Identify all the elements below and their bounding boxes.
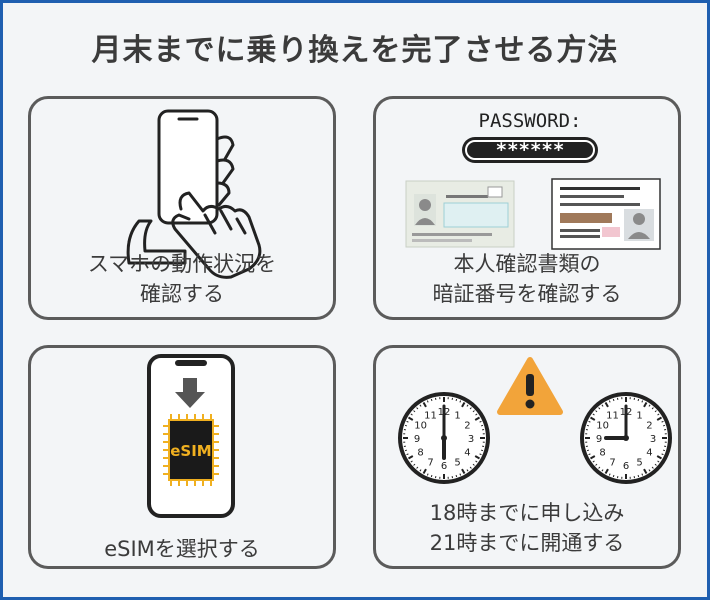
clock-numeral: 9 xyxy=(414,434,420,445)
clock-9-oclock-icon: 121234567891011 xyxy=(580,392,672,484)
card4-caption-line1: 18時までに申し込み xyxy=(429,501,625,525)
clock-numeral: 11 xyxy=(606,411,619,422)
card-check-phone: スマホの動作状況を 確認する xyxy=(28,96,336,320)
id-cards-illustration: PASSWORD: ****** xyxy=(405,110,661,250)
clock-numeral: 7 xyxy=(609,457,615,468)
clock-6-oclock-icon: 121234567891011 xyxy=(398,392,490,484)
card2-caption-line1: 本人確認書類の xyxy=(453,252,601,276)
esim-phone-icon: eSIM xyxy=(147,354,235,518)
card1-caption-line2: 確認する xyxy=(140,282,224,306)
card3-caption: eSIMを選択する xyxy=(31,534,333,564)
clock-numeral: 2 xyxy=(464,421,470,432)
clock-numeral: 5 xyxy=(636,457,642,468)
card4-caption-line2: 21時までに開通する xyxy=(429,531,625,555)
clock-numeral: 7 xyxy=(427,457,433,468)
password-mask: ****** xyxy=(496,139,565,161)
clock-numeral: 9 xyxy=(596,434,602,445)
clock-numeral: 4 xyxy=(464,448,470,459)
card2-caption-line2: 暗証番号を確認する xyxy=(432,282,622,306)
page-title: 月末までに乗り換えを完了させる方法 xyxy=(91,33,619,68)
clock-numeral: 1 xyxy=(636,411,642,422)
clock-numeral: 8 xyxy=(417,448,423,459)
clock-numeral: 11 xyxy=(424,411,437,422)
card-time-limit: 121234567891011 121234567891011 18時までに申し… xyxy=(373,345,681,569)
password-label: PASSWORD: xyxy=(479,110,582,132)
clock-numeral: 10 xyxy=(414,421,427,432)
clock-numeral: 5 xyxy=(454,457,460,468)
clock-numeral: 8 xyxy=(599,448,605,459)
clock-numeral: 3 xyxy=(468,434,474,445)
clock-numeral: 4 xyxy=(646,448,652,459)
card3-caption-line1: eSIMを選択する xyxy=(104,537,260,561)
clock-numeral: 3 xyxy=(650,434,656,445)
clock-numeral: 6 xyxy=(441,461,447,472)
download-arrow-icon xyxy=(175,378,205,408)
clock-numeral: 2 xyxy=(646,421,652,432)
card1-caption-line1: スマホの動作状況を xyxy=(87,252,277,276)
clock-numeral: 1 xyxy=(454,411,460,422)
esim-chip-icon: eSIM xyxy=(163,414,219,486)
clock-numeral: 10 xyxy=(596,421,609,432)
card-id-pin: PASSWORD: ****** xyxy=(373,96,681,320)
clocks-illustration: 121234567891011 121234567891011 xyxy=(398,357,672,484)
card4-caption: 18時までに申し込み 21時までに開通する xyxy=(376,498,678,558)
esim-chip-label: eSIM xyxy=(170,442,211,460)
smartphone-touch-icon xyxy=(126,109,262,279)
clock-numeral: 6 xyxy=(623,461,629,472)
id-card-brown-icon xyxy=(551,178,661,250)
card1-caption: スマホの動作状況を 確認する xyxy=(31,249,333,309)
card2-caption: 本人確認書類の 暗証番号を確認する xyxy=(376,249,678,309)
warning-icon xyxy=(497,357,563,415)
id-card-green-icon xyxy=(405,180,515,248)
card-select-esim: eSIM eSIMを選択する xyxy=(28,345,336,569)
